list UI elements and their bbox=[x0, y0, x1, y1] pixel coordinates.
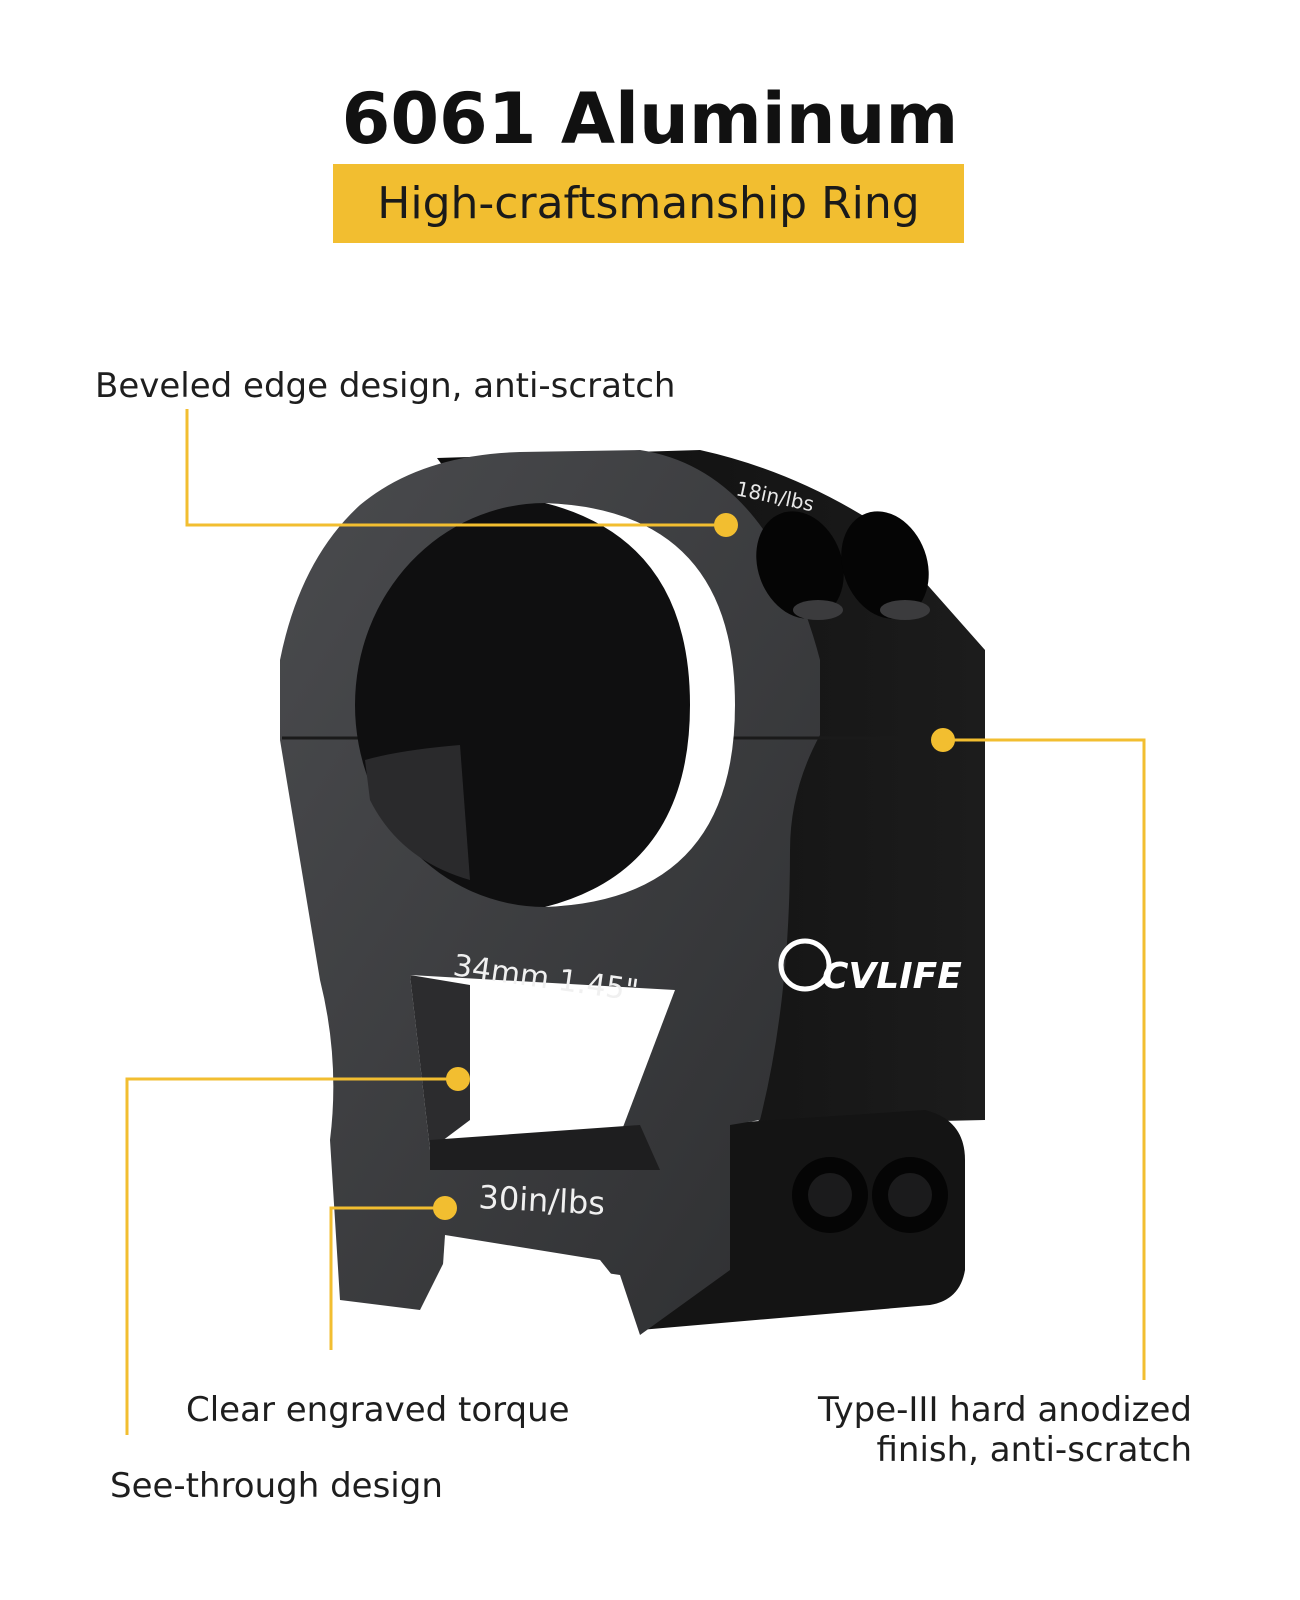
base-torque-engraving: 30in/lbs bbox=[478, 1178, 606, 1223]
callout-lines bbox=[125, 409, 1146, 1435]
window-floor bbox=[430, 1125, 660, 1170]
callout-finish-line1: Type-III hard anodized bbox=[818, 1390, 1192, 1430]
callout-finish: Type-III hard anodized finish, anti-scra… bbox=[818, 1390, 1192, 1470]
top-screw-recesses bbox=[756, 511, 930, 620]
callout-dots bbox=[433, 513, 955, 1220]
bore-interior bbox=[545, 503, 735, 907]
page-title: 6061 Aluminum bbox=[341, 78, 959, 160]
callout-finish-line2: finish, anti-scratch bbox=[876, 1430, 1192, 1470]
subtitle-banner: High-craftsmanship Ring bbox=[333, 164, 964, 243]
clamp-screws bbox=[792, 1157, 948, 1233]
callout-see-through: See-through design bbox=[110, 1466, 443, 1506]
brand-text: CVLIFE bbox=[822, 956, 962, 997]
window-inner-shadow bbox=[410, 975, 470, 1150]
brand-logo: CVLIFE bbox=[778, 938, 962, 997]
see-through-window bbox=[410, 975, 675, 1150]
callout-beveled: Beveled edge design, anti-scratch bbox=[95, 366, 676, 406]
rail-slot bbox=[440, 1235, 620, 1310]
bore-gloss bbox=[365, 745, 470, 880]
subtitle-text: High-craftsmanship Ring bbox=[377, 178, 920, 229]
callout-torque: Clear engraved torque bbox=[186, 1390, 570, 1430]
